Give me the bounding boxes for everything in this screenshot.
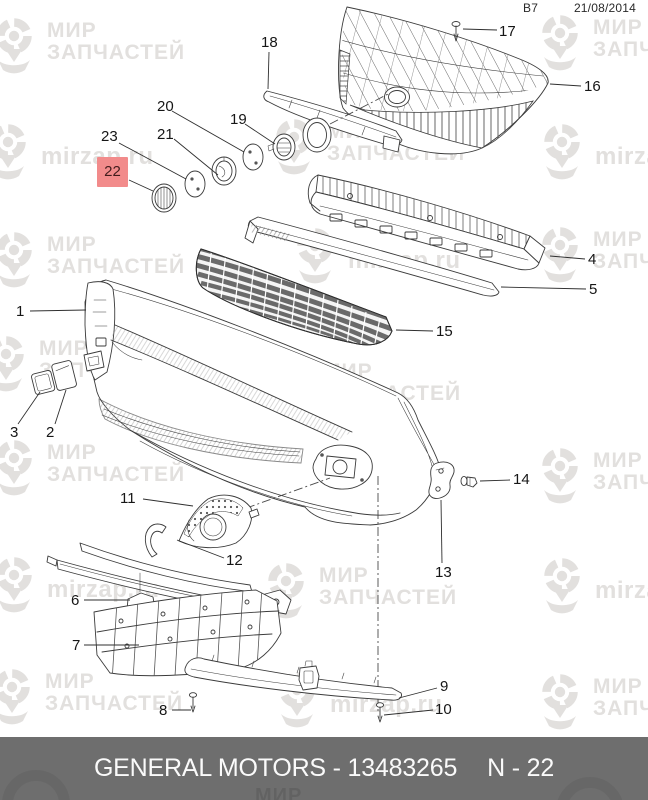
part-grille-molding: [263, 90, 403, 153]
part-bracket-bolt: [460, 475, 478, 488]
svg-text:ЗАПЧАСТЕЙ: ЗАПЧАСТЕЙ: [319, 585, 457, 609]
svg-text:mirzap.ru: mirzap.ru: [595, 577, 648, 604]
svg-text:МИР: МИР: [47, 441, 97, 464]
watermark-unit: МИР ЗАПЧАСТЕЙ: [0, 233, 185, 287]
svg-text:ЗАПЧАСТЕЙ: ЗАПЧАСТЕЙ: [593, 470, 648, 494]
callout-6[interactable]: 6: [71, 592, 80, 609]
svg-text:ЗАПЧАСТЕЙ: ЗАПЧАСТЕЙ: [45, 691, 183, 715]
assembly-dash-line-emblem: [329, 92, 391, 125]
svg-text:МИР: МИР: [39, 337, 89, 360]
footer-part-info: GENERAL MOTORS - 13483265: [93, 754, 458, 782]
callout-11[interactable]: 11: [120, 490, 136, 507]
callout-23[interactable]: 23: [101, 128, 118, 145]
part-bumper-fascia: [83, 279, 441, 526]
svg-text:МИР: МИР: [45, 670, 95, 693]
svg-text:МИР: МИР: [47, 233, 97, 256]
part-foglamp-trim: [144, 523, 167, 558]
exploded-diagram: МИР ЗАПЧАСТЕЙ МИР ЗАПЧАСТЕЙ МИР ЗАПЧАСТЕ…: [0, 6, 648, 737]
svg-text:ЗАПЧАСТЕЙ: ЗАПЧАСТЕЙ: [47, 462, 185, 486]
part-emblem-set: [151, 133, 296, 213]
watermark-unit: МИР ЗАПЧАСТЕЙ: [544, 449, 648, 503]
callout-1[interactable]: 1: [16, 303, 25, 320]
callout-17[interactable]: 17: [499, 23, 516, 40]
callout-7[interactable]: 7: [72, 637, 81, 654]
callout-19[interactable]: 19: [230, 111, 247, 128]
footer-page-ref: N - 22: [487, 754, 555, 782]
callout-15[interactable]: 15: [436, 323, 453, 340]
svg-text:МИР: МИР: [47, 19, 97, 42]
watermark-unit: МИР ЗАПЧАСТЕЙ: [0, 19, 185, 73]
callout-20[interactable]: 20: [157, 98, 174, 115]
callout-4[interactable]: 4: [588, 251, 597, 268]
footer-watermark-ring: [2, 770, 70, 800]
watermark-unit: МИР ЗАПЧАСТЕЙ: [270, 564, 457, 618]
svg-text:ЗАПЧАСТЕЙ: ЗАПЧАСТЕЙ: [593, 696, 648, 720]
svg-text:ЗАПЧАСТЕЙ: ЗАПЧАСТЕЙ: [593, 249, 648, 273]
svg-text:МИР: МИР: [593, 16, 643, 39]
sheet-code: B7: [523, 1, 539, 15]
part-radiator-grille: [338, 6, 549, 155]
part-side-bracket: [428, 461, 455, 499]
watermark-unit: МИР ЗАПЧАСТЕЙ: [544, 16, 648, 70]
leader-lines: [17, 28, 587, 716]
part-cover-plates: [31, 360, 77, 395]
watermark-layer: МИР ЗАПЧАСТЕЙ МИР ЗАПЧАСТЕЙ МИР ЗАПЧАСТЕ…: [0, 16, 648, 729]
callout-14[interactable]: 14: [513, 471, 530, 488]
svg-text:МИР: МИР: [593, 228, 643, 251]
part-bumper-grille: [195, 248, 393, 346]
footer-watermark-ring: [556, 777, 624, 800]
svg-text:ЗАПЧАСТЕЙ: ЗАПЧАСТЕЙ: [47, 40, 185, 64]
diagram-sheet: МИР ЗАПЧАСТЕЙ МИР ЗАПЧАСТЕЙ МИР ЗАПЧАСТЕ…: [0, 1, 648, 737]
watermark-unit: МИР ЗАПЧАСТЕЙ: [544, 228, 648, 282]
watermark-site-unit: mirzap.ru: [546, 563, 648, 614]
callout-10[interactable]: 10: [435, 701, 452, 718]
svg-text:ЗАПЧАСТЕЙ: ЗАПЧАСТЕЙ: [47, 254, 185, 278]
part-foglamp-bezel: [178, 494, 260, 549]
svg-text:МИР: МИР: [319, 564, 369, 587]
callout-5[interactable]: 5: [589, 281, 598, 298]
callout-3[interactable]: 3: [10, 424, 19, 441]
part-deflector-strip: [184, 654, 402, 701]
part-deflector-screw-left: [188, 692, 198, 713]
callout-22-highlighted[interactable]: 22: [97, 157, 128, 187]
callout-2[interactable]: 2: [46, 424, 55, 441]
callout-9[interactable]: 9: [440, 678, 449, 695]
part-grille-screw: [451, 21, 461, 42]
watermark-site-unit: mirzap.ru: [546, 129, 648, 180]
part-support-strip: [244, 216, 500, 297]
watermark-unit: МИР ЗАПЧАСТЕЙ: [544, 675, 648, 729]
svg-text:МИР: МИР: [593, 675, 643, 698]
callout-13[interactable]: 13: [435, 564, 452, 581]
callout-12[interactable]: 12: [226, 552, 243, 569]
watermark-unit: МИР ЗАПЧАСТЕЙ: [0, 670, 183, 724]
callout-8[interactable]: 8: [159, 702, 168, 719]
svg-text:ЗАПЧАСТЕЙ: ЗАПЧАСТЕЙ: [593, 37, 648, 61]
footer-watermark-text: МИР: [255, 785, 303, 800]
watermark-site-unit: mirzap.ru: [0, 129, 153, 180]
footer-bar: МИР GENERAL MOTORS - 13483265 N - 22: [0, 737, 648, 800]
callout-18[interactable]: 18: [261, 34, 278, 51]
callout-21[interactable]: 21: [157, 126, 174, 143]
svg-text:МИР: МИР: [593, 449, 643, 472]
svg-text:mirzap.ru: mirzap.ru: [595, 143, 648, 170]
part-deflector-screw-right: [375, 702, 385, 723]
sheet-date: 21/08/2014: [573, 1, 636, 15]
watermark-unit: МИР ЗАПЧАСТЕЙ: [0, 441, 185, 495]
callout-16[interactable]: 16: [584, 78, 601, 95]
